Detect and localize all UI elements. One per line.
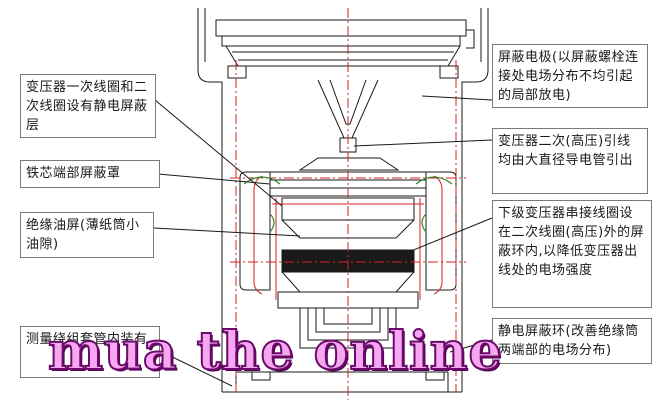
label-electrostatic-ring: 静电屏蔽环(改善绝缘筒两端部的电场分布) [492, 318, 652, 364]
leader-insulating-oil-screen [153, 227, 301, 237]
label-insulating-oil-screen: 绝缘油屏(薄纸筒小油隙) [20, 212, 154, 258]
left-bolt-block [227, 65, 247, 79]
right-terminal [466, 29, 475, 49]
top-cover [215, 19, 467, 37]
leader-secondary-leadout [353, 139, 493, 147]
right-shield-pad [425, 171, 457, 291]
label-shield-electrode: 屏蔽电极(以屏蔽螺栓连接处电场分布不均引起的局部放电) [492, 44, 648, 108]
watermark-text: mua the online [47, 321, 503, 383]
leader-measuring-winding [157, 349, 233, 387]
leader-lower-transformer-series [383, 217, 493, 263]
label-lower-transformer-series: 下级变压器串接线圈设在二次线圈(高压)外的屏蔽环内,以降低变压器出线处的电场强度 [492, 200, 652, 308]
lower-cylinder-1 [299, 308, 397, 349]
green-winding-accent [269, 213, 427, 233]
outer-tank-inner-wall [204, 8, 482, 62]
right-bolt-block [439, 65, 459, 79]
label-core-end-shield: 铁芯端部屏蔽罩 [20, 160, 160, 188]
base-plate [222, 371, 462, 393]
label-measuring-winding: 测量绕组套管内装有 [20, 326, 160, 378]
left-shield-pad [239, 171, 271, 291]
red-inner-winding-outline [272, 198, 424, 300]
top-dish [225, 45, 461, 67]
upper-shield-ring [298, 157, 400, 171]
red-shield-contour [253, 175, 443, 295]
top-dish-inner [232, 51, 454, 61]
leader-core-end-shield [157, 173, 271, 185]
green-shield-accent-right [415, 176, 453, 185]
leader-shield-electrode [421, 95, 493, 101]
top-flange [221, 35, 461, 47]
outer-tank-outline [197, 8, 489, 392]
leader-primary-secondary-coil [154, 99, 283, 207]
base-feet [251, 372, 445, 381]
label-secondary-leadout: 变压器二次(高压)引线均由大直径导电管引出 [492, 128, 648, 194]
label-primary-secondary-coil: 变压器一次线圈和二次线圈设有静电屏蔽层 [20, 74, 156, 138]
leader-electrostatic-ring [449, 339, 493, 353]
